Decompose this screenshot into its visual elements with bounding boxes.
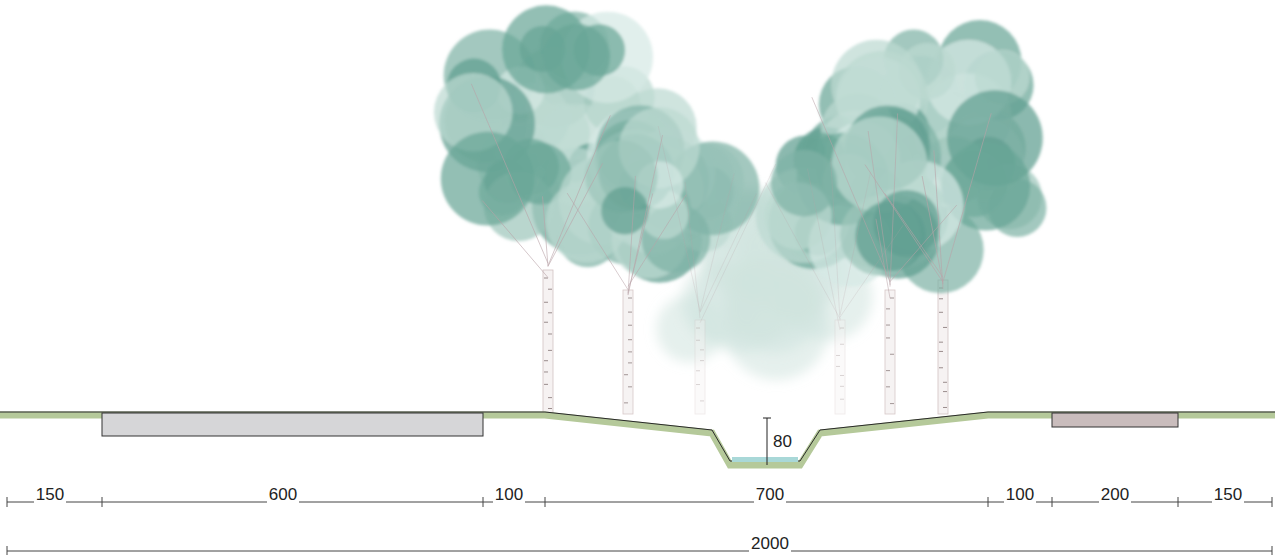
depth-dimension bbox=[767, 418, 768, 465]
depth-tick bbox=[763, 418, 771, 419]
ground-line bbox=[0, 412, 1275, 461]
tree-canopy bbox=[434, 5, 1046, 293]
dimension-tick bbox=[102, 497, 103, 507]
dimension-tick bbox=[7, 497, 8, 507]
dimension-tick bbox=[1052, 497, 1053, 507]
dimension-label: 150 bbox=[34, 486, 66, 503]
dimension-tick bbox=[988, 497, 989, 507]
depth-label: 80 bbox=[771, 433, 794, 450]
dimension-tick bbox=[1272, 546, 1273, 555]
dimension-tick bbox=[1178, 497, 1179, 507]
water bbox=[732, 457, 798, 462]
dimension-label: 100 bbox=[493, 486, 525, 503]
dimension-label: 2000 bbox=[749, 535, 791, 552]
dimension-tick bbox=[1272, 497, 1273, 507]
dimension-tick bbox=[545, 497, 546, 507]
dimension-label: 600 bbox=[267, 486, 299, 503]
dimension-ticks bbox=[7, 497, 1272, 555]
dimension-line bbox=[7, 502, 1272, 503]
dimension-label: 100 bbox=[1004, 486, 1036, 503]
branches bbox=[471, 84, 991, 330]
dimension-label: 700 bbox=[754, 486, 786, 503]
tree-group bbox=[434, 5, 1046, 414]
dimension-line bbox=[7, 551, 1272, 552]
dimension-label: 150 bbox=[1212, 486, 1244, 503]
path-slab bbox=[1052, 413, 1178, 427]
dimension-tick bbox=[7, 546, 8, 555]
road-slab bbox=[102, 413, 483, 436]
dimension-label: 200 bbox=[1099, 486, 1131, 503]
birch-trunks bbox=[543, 270, 948, 414]
dimension-tick bbox=[483, 497, 484, 507]
